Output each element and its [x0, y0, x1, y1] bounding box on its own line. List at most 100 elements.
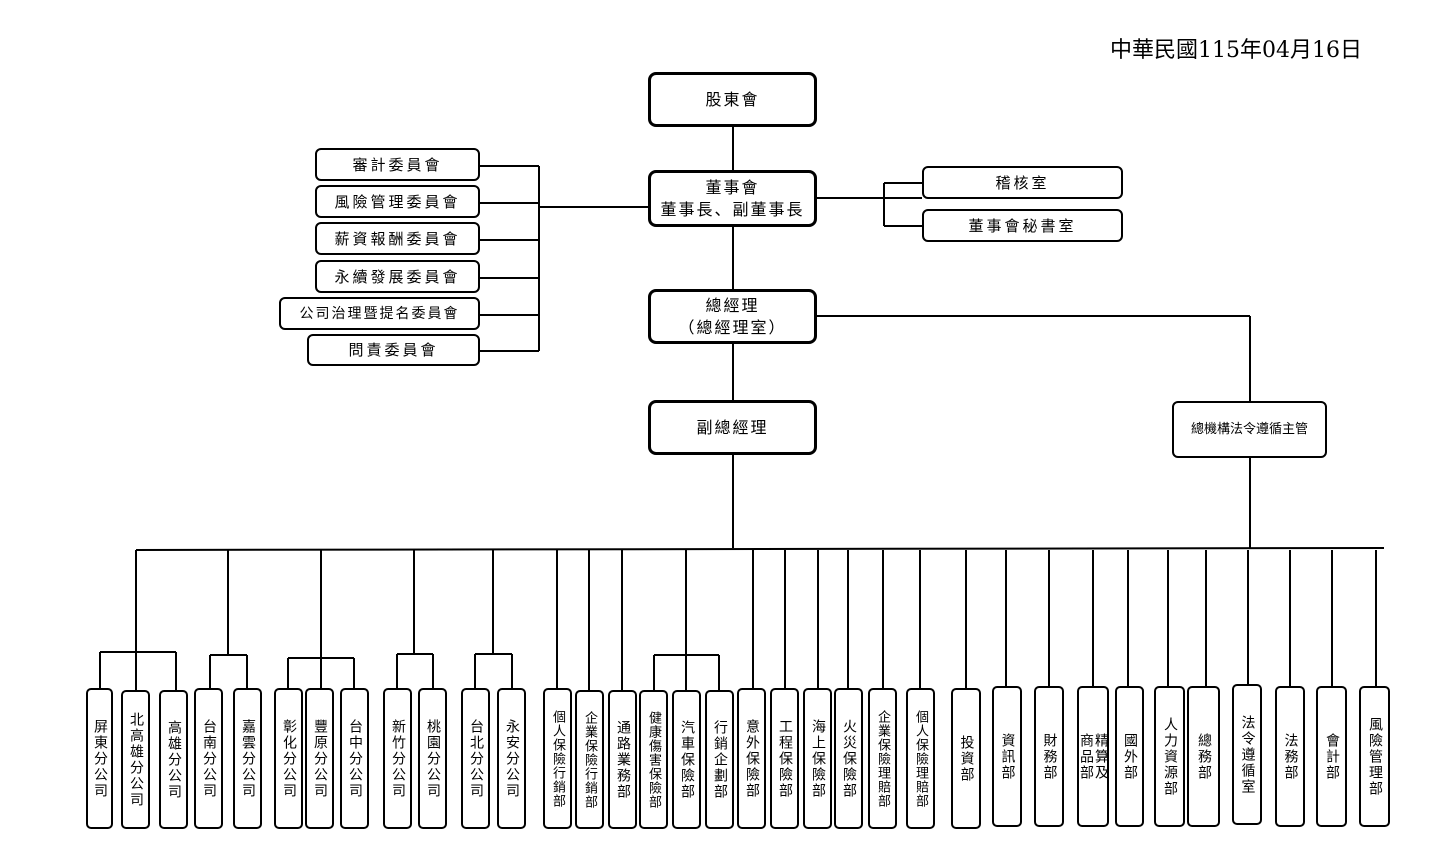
- unit-box: 豐原分公司: [305, 688, 334, 829]
- unit-box: 台中分公司: [340, 688, 369, 829]
- committee-compensation: 薪資報酬委員會: [315, 222, 480, 255]
- committee-audit: 審計委員會: [315, 148, 480, 181]
- unit-box: 台南分公司: [194, 688, 223, 829]
- committee-label: 審計委員會: [352, 155, 443, 174]
- board-secretariat-box: 董事會秘書室: [922, 209, 1123, 242]
- unit-box: 個人保險理賠部: [906, 688, 935, 829]
- unit-box: 企業保險行銷部: [575, 690, 604, 829]
- unit-box: 工程保險部: [770, 688, 799, 829]
- committee-label: 永續發展委員會: [334, 267, 461, 286]
- committee-label: 風險管理委員會: [334, 192, 461, 211]
- unit-label: 投資部: [958, 734, 975, 783]
- unit-label: 行銷企劃部: [712, 719, 728, 800]
- unit-box: 企業保險理賠部: [868, 688, 897, 829]
- shareholders-label: 股東會: [705, 89, 760, 109]
- unit-box: 北高雄分公司: [121, 690, 150, 829]
- unit-label: 人力資源部: [1162, 716, 1178, 797]
- committee-accountability: 問責委員會: [307, 334, 480, 366]
- unit-label: 屏東分公司: [92, 718, 108, 799]
- committee-label: 公司治理暨提名委員會: [299, 305, 460, 322]
- unit-label: 精算及: [1093, 732, 1109, 781]
- unit-box: 新竹分公司: [383, 688, 412, 829]
- unit-box: 法務部: [1275, 686, 1305, 827]
- unit-box: 桃園分公司: [418, 688, 447, 829]
- unit-label: 資訊部: [999, 732, 1016, 781]
- unit-box: 風險管理部: [1359, 686, 1390, 827]
- unit-label: 風險管理部: [1367, 716, 1383, 797]
- unit-label: 財務部: [1041, 732, 1058, 781]
- president-office-label: （總經理室）: [678, 317, 787, 337]
- unit-box: 屏東分公司: [86, 688, 113, 829]
- unit-box: 個人保險行銷部: [543, 688, 572, 829]
- unit-label: 法務部: [1282, 732, 1299, 781]
- date-label: 中華民國115年04月16日: [1110, 38, 1362, 63]
- unit-label: 汽車保險部: [679, 719, 695, 800]
- unit-label: 企業保險理賠部: [875, 709, 890, 808]
- unit-box: 資訊部: [992, 686, 1022, 827]
- board-chair-label: 董事長、副董事長: [660, 199, 805, 219]
- unit-label: 豐原分公司: [312, 718, 328, 799]
- unit-label: 桃園分公司: [425, 718, 441, 799]
- unit-label: 工程保險部: [777, 718, 793, 799]
- shareholders-box: 股東會: [648, 72, 817, 127]
- unit-label: 商品部: [1078, 732, 1094, 781]
- unit-box: 火災保險部: [834, 688, 863, 829]
- unit-label: 法令遵循室: [1239, 714, 1256, 795]
- unit-box: 投資部: [951, 688, 981, 829]
- unit-label: 海上保險部: [810, 718, 826, 799]
- unit-label: 北高雄分公司: [128, 711, 144, 808]
- audit-office-box: 稽核室: [922, 166, 1123, 199]
- unit-box: 精算及商品部: [1077, 686, 1109, 827]
- unit-box: 通路業務部: [608, 690, 637, 829]
- committee-label: 薪資報酬委員會: [334, 229, 461, 248]
- unit-label: 永安分公司: [504, 718, 520, 799]
- unit-box: 彰化分公司: [274, 688, 303, 829]
- unit-label: 總務部: [1196, 732, 1212, 781]
- unit-label: 通路業務部: [615, 719, 631, 800]
- unit-label: 新竹分公司: [390, 718, 406, 799]
- unit-box: 人力資源部: [1154, 686, 1185, 827]
- unit-box: 行銷企劃部: [705, 690, 734, 829]
- unit-label: 個人保險行銷部: [550, 709, 565, 808]
- unit-label: 高雄分公司: [166, 719, 182, 800]
- compliance-officer-box: 總機構法令遵循主管: [1172, 401, 1327, 458]
- unit-label: 台北分公司: [468, 718, 484, 799]
- committee-sustainability: 永續發展委員會: [315, 260, 480, 293]
- unit-box: 嘉雲分公司: [233, 688, 262, 829]
- committee-label: 問責委員會: [348, 341, 439, 359]
- unit-label: 會計部: [1324, 732, 1340, 781]
- unit-box: 汽車保險部: [672, 690, 701, 829]
- compliance-officer-label: 總機構法令遵循主管: [1190, 421, 1308, 437]
- unit-label: 企業保險行銷部: [582, 710, 597, 809]
- vice-president-box: 副總經理: [648, 400, 817, 455]
- unit-box: 海上保險部: [803, 688, 832, 829]
- board-secretariat-label: 董事會秘書室: [968, 216, 1077, 235]
- unit-box: 健康傷害保險部: [639, 690, 668, 829]
- unit-box: 國外部: [1115, 686, 1144, 827]
- unit-box: 高雄分公司: [159, 690, 188, 829]
- unit-box: 總務部: [1187, 686, 1220, 827]
- unit-box: 意外保險部: [737, 688, 766, 829]
- unit-label: 嘉雲分公司: [240, 718, 256, 799]
- board-label: 董事會: [705, 177, 760, 197]
- unit-box: 台北分公司: [461, 688, 490, 829]
- audit-office-label: 稽核室: [995, 173, 1050, 192]
- connector-line: [135, 547, 1385, 551]
- president-box: 總經理 （總經理室）: [648, 289, 817, 344]
- unit-label: 台南分公司: [201, 718, 217, 799]
- committee-risk: 風險管理委員會: [315, 185, 480, 218]
- board-box: 董事會 董事長、副董事長: [648, 170, 817, 227]
- unit-label: 健康傷害保險部: [646, 710, 661, 809]
- unit-label: 意外保險部: [744, 718, 760, 799]
- unit-box: 法令遵循室: [1232, 684, 1262, 825]
- unit-label: 彰化分公司: [281, 718, 297, 799]
- committee-governance-nomination: 公司治理暨提名委員會: [279, 297, 480, 330]
- unit-label: 火災保險部: [841, 718, 857, 799]
- vice-president-label: 副總經理: [696, 417, 769, 437]
- unit-box: 會計部: [1316, 686, 1347, 827]
- unit-label: 國外部: [1122, 732, 1138, 781]
- unit-label: 台中分公司: [347, 718, 363, 799]
- unit-label: 個人保險理賠部: [913, 709, 928, 808]
- unit-box: 財務部: [1034, 686, 1064, 827]
